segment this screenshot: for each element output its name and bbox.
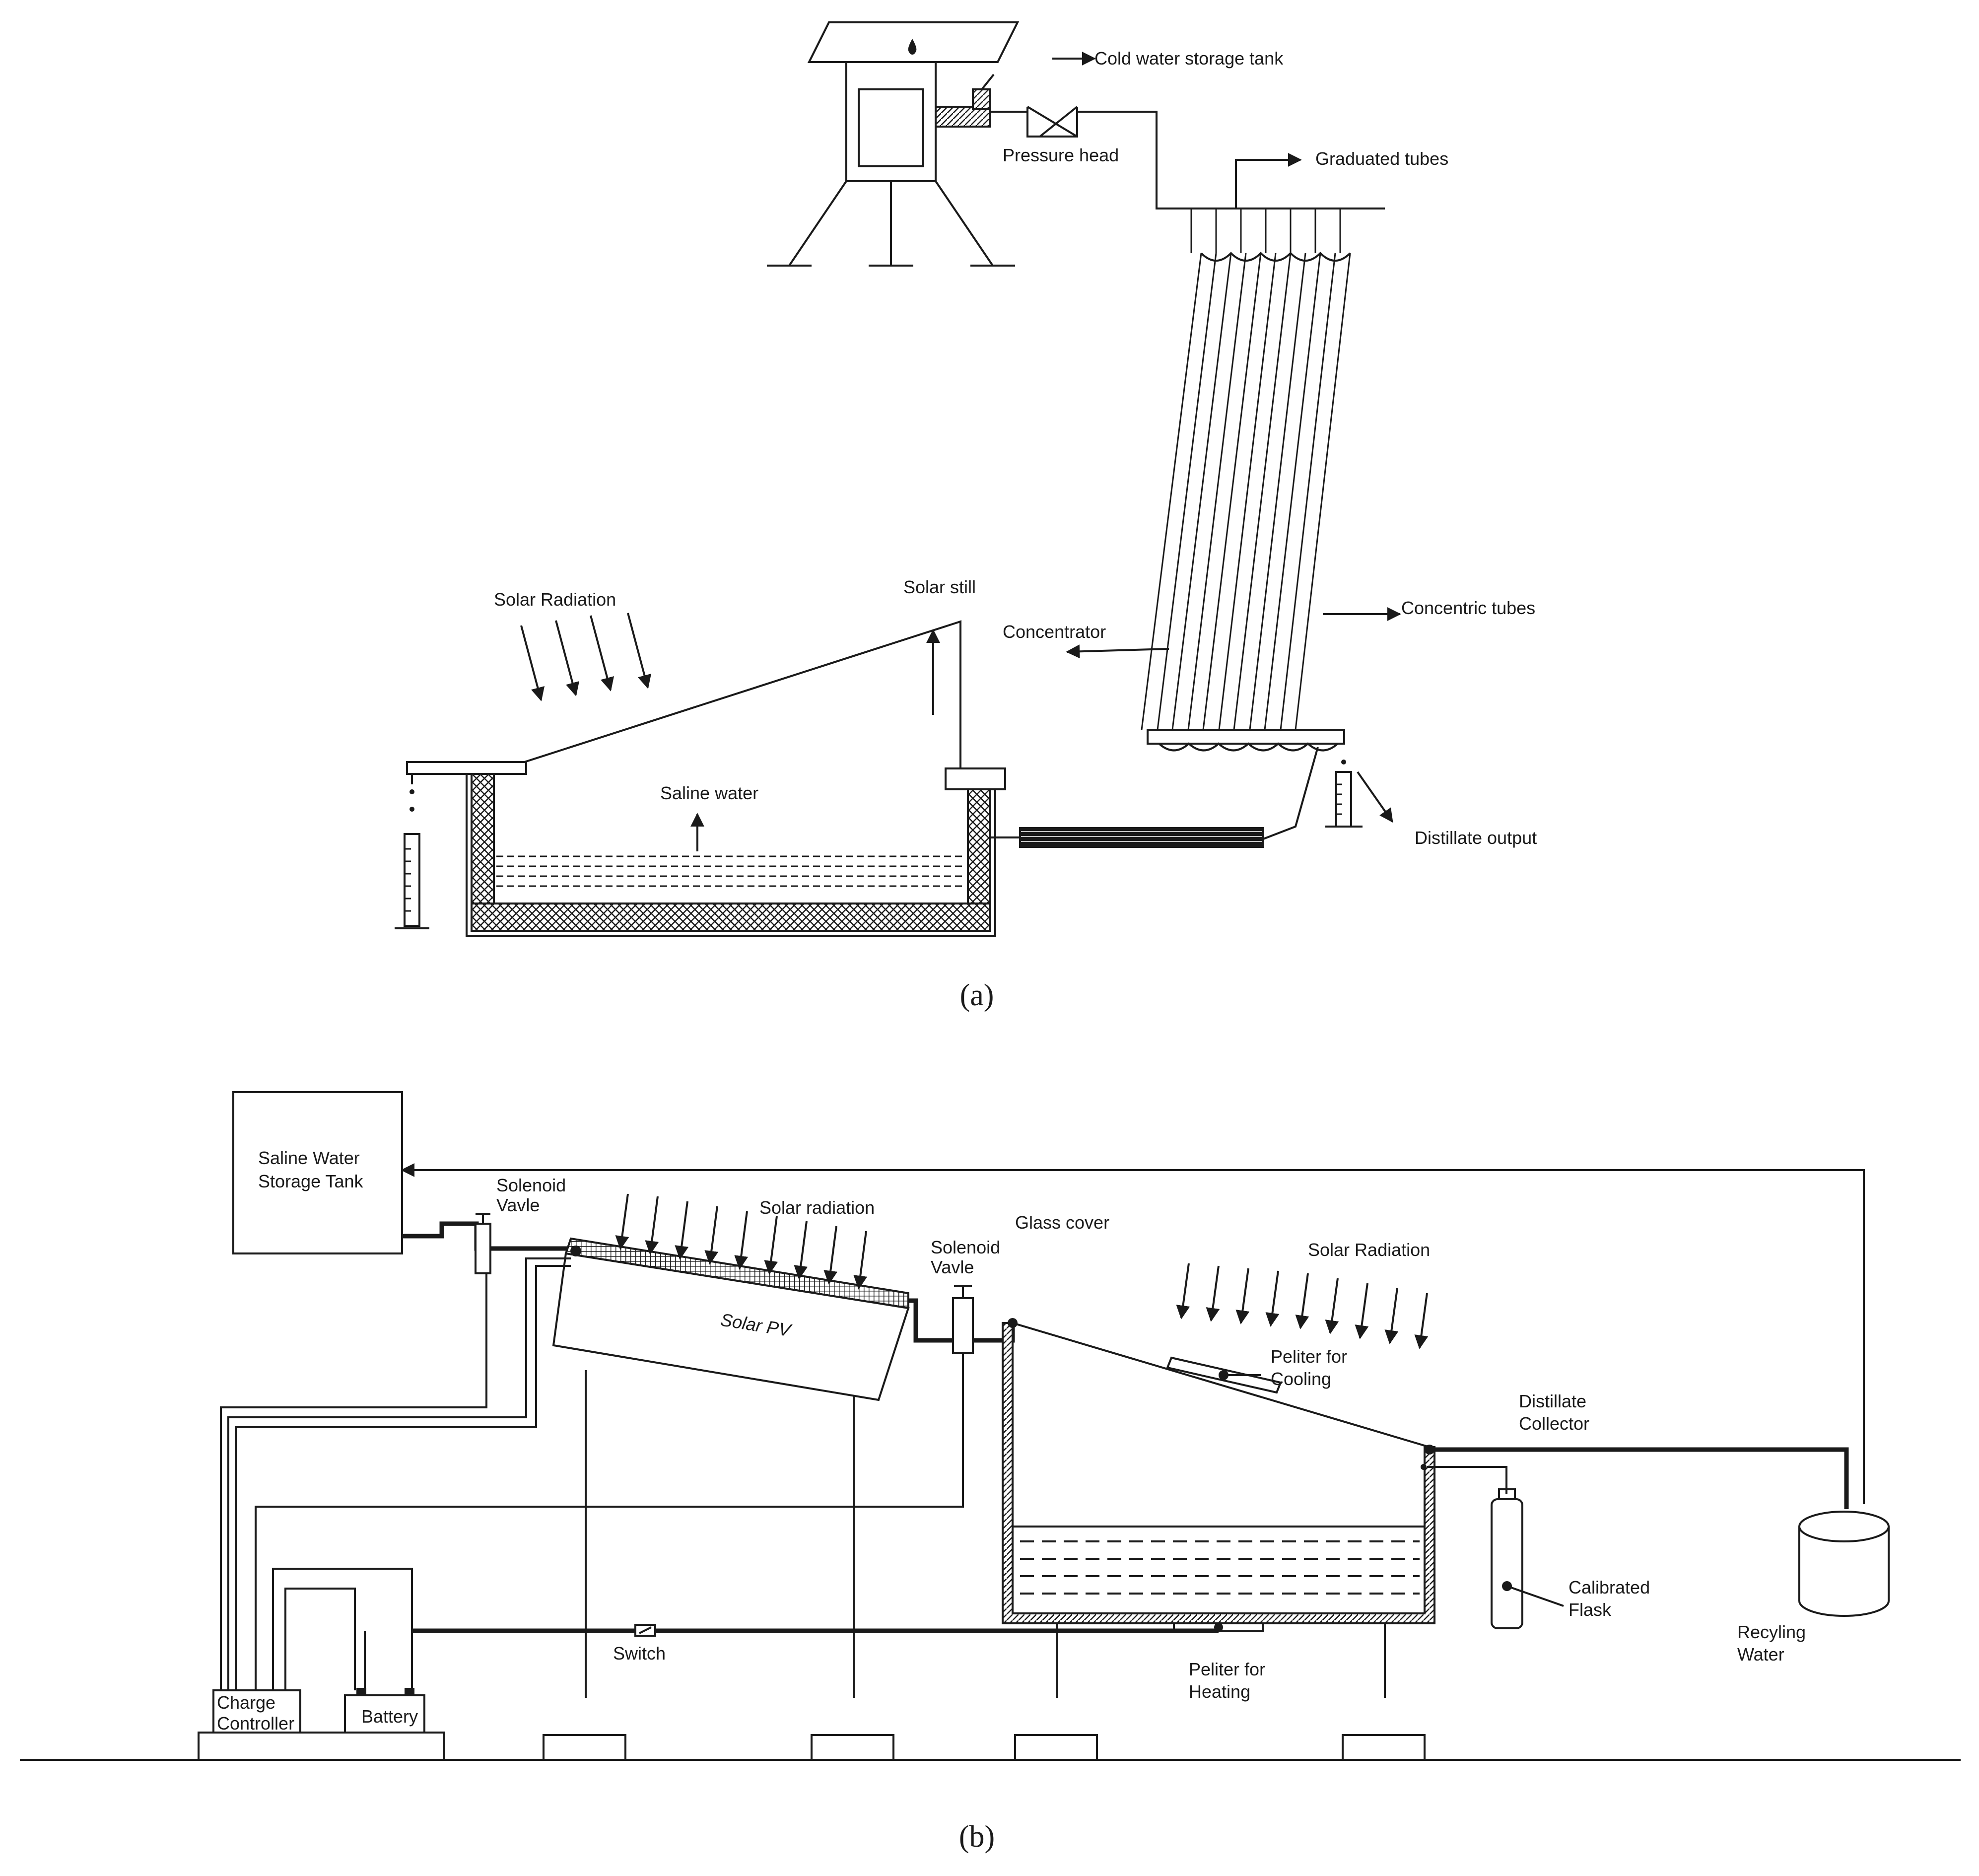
solar-radiation-arrows-a <box>520 613 652 701</box>
flask-pipe <box>1427 1466 1507 1494</box>
solenoid-valve-1 <box>475 1213 491 1274</box>
foundation-blocks <box>198 1732 1426 1761</box>
distillate-collector-label-1: Distillate <box>1519 1391 1586 1411</box>
concentrator-arrow <box>1066 644 1169 659</box>
switch-label: Switch <box>613 1643 666 1664</box>
calibrated-flask <box>1491 1488 1523 1629</box>
graduated-tubes-label: Graduated tubes <box>1315 148 1448 169</box>
peltier-cooling-label-1: Peliter for <box>1271 1346 1347 1367</box>
measuring-cylinder <box>395 789 429 929</box>
control-wiring <box>220 1257 964 1690</box>
solar-still-b <box>1002 1318 1435 1624</box>
saline-water-label: Saline water <box>660 783 758 803</box>
solenoid-1-label-2: Vavle <box>496 1195 540 1215</box>
solar-still <box>406 620 1006 937</box>
solar-radiation-arrows-pv <box>615 1193 868 1290</box>
distillate-output-arrow <box>1357 771 1393 823</box>
switch <box>634 1624 656 1637</box>
feed-pipe <box>1077 111 1385 209</box>
distillate-collector-label-2: Collector <box>1519 1413 1589 1434</box>
cold-water-storage-tank <box>767 21 1020 267</box>
peltier-heating-label-2: Heating <box>1189 1681 1250 1702</box>
charge-controller-label-2: Controller <box>217 1713 294 1734</box>
insulated-pipe <box>1019 827 1264 848</box>
saline-tank-label-1: Saline Water <box>258 1148 360 1168</box>
peltier-cooling-label-2: Cooling <box>1271 1369 1331 1389</box>
glass-cover-label: Glass cover <box>1015 1212 1109 1233</box>
solenoid-1-label-1: Solenoid <box>496 1175 566 1195</box>
pressure-head-label: Pressure head <box>1003 145 1119 165</box>
solenoid-valve-2 <box>952 1285 974 1354</box>
still-support-legs <box>1056 1623 1386 1698</box>
battery-label: Battery <box>361 1706 418 1727</box>
solar-radiation-label-a: Solar Radiation <box>494 589 616 610</box>
recycling-water-container <box>1798 1511 1890 1617</box>
distillate-collector-line <box>1430 1447 1849 1509</box>
solar-radiation-still-label: Solar Radiation <box>1308 1240 1430 1260</box>
calibrated-flask-leader <box>1506 1585 1564 1607</box>
calibrated-flask-label-1: Calibrated <box>1569 1577 1650 1598</box>
saline-water-storage-tank <box>232 1091 403 1254</box>
saline-water <box>496 855 965 887</box>
recycling-return-line <box>401 1163 1865 1504</box>
pv-support-legs <box>585 1370 855 1698</box>
distillate-output-label: Distillate output <box>1415 828 1537 848</box>
saline-tank-label-2: Storage Tank <box>258 1171 363 1191</box>
solar-radiation-arrows-still <box>1176 1263 1429 1349</box>
caption-b: (b) <box>959 1820 995 1854</box>
tap-valve <box>935 73 995 128</box>
caption-a: (a) <box>960 978 994 1012</box>
calibrated-flask-label-2: Flask <box>1569 1599 1612 1620</box>
pressure-head <box>1026 106 1078 138</box>
panel-b: Saline Water Storage Tank Solenoid Vavle… <box>20 1091 1961 1854</box>
battery <box>344 1688 425 1734</box>
recycling-water-label-1: Recyling <box>1737 1622 1806 1642</box>
return-pipe <box>1263 747 1319 840</box>
panel-a: Cold water storage tank Pressure head Gr… <box>395 21 1537 1012</box>
solar-still-label: Solar still <box>903 577 976 597</box>
peltier-heating-label-1: Peliter for <box>1189 1659 1265 1679</box>
solar-radiation-pv-label: Solar radiation <box>759 1197 875 1218</box>
solenoid-2-label-1: Solenoid <box>931 1237 1000 1257</box>
concentric-tubes-label: Concentric tubes <box>1401 598 1535 618</box>
saline-water-b <box>1013 1526 1425 1595</box>
solenoid-2-label-2: Vavle <box>931 1257 974 1277</box>
concentrator-label: Concentrator <box>1003 622 1106 642</box>
charge-controller-label-1: Charge <box>217 1692 275 1713</box>
cold-water-tank-label: Cold water storage tank <box>1094 48 1284 69</box>
evacuated-tube-collector <box>1141 153 1351 752</box>
recycling-water-label-2: Water <box>1737 1644 1784 1665</box>
distillate-output-cylinder <box>1325 760 1363 828</box>
feed-pipe-b <box>402 1221 571 1251</box>
